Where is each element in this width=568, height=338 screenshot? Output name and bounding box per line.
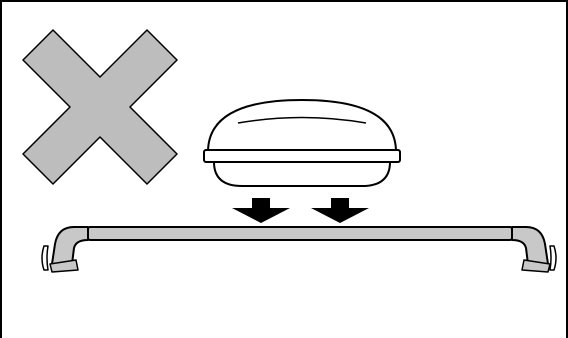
roof-box-icon — [203, 99, 401, 187]
cross-icon — [22, 29, 178, 185]
down-arrow-icon — [311, 198, 369, 223]
roof-rack-bar-icon — [41, 226, 557, 273]
down-arrow-icon — [232, 198, 290, 223]
